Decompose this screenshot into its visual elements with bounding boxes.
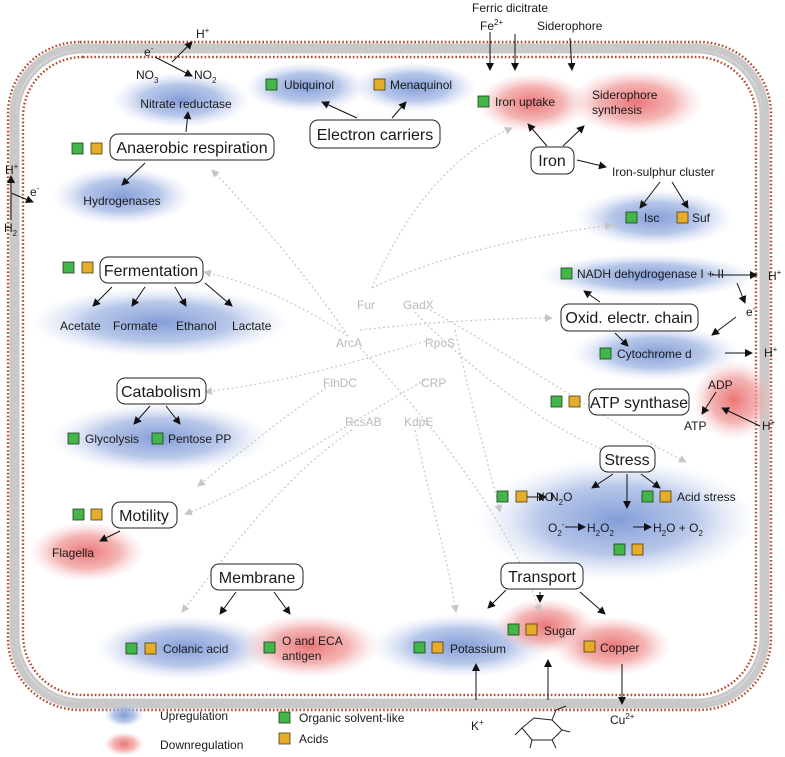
siderophore-synthesis-label-2: synthesis (592, 103, 642, 117)
membrane-box (210, 563, 304, 591)
no3-label: NO3 (136, 68, 159, 85)
iron-box (530, 146, 575, 175)
acetate-label: Acetate (60, 319, 101, 333)
water-oxygen-label: H2O + O2 (653, 521, 703, 538)
potassium-ion-label: K+ (471, 718, 484, 733)
legend-acids-swatch (278, 732, 291, 745)
stress-header: Stress (604, 452, 649, 469)
catabolism-header: Catabolism (121, 384, 201, 401)
e-left-label: e- (30, 184, 40, 199)
oxid-electr-chain-header: Oxid. electr. chain (565, 310, 692, 327)
lactate-label: Lactate (232, 319, 272, 333)
hydrogenases-label: Hydrogenases (83, 194, 160, 208)
h-nadh-label: H+ (768, 268, 782, 283)
h-cyto-label: H+ (764, 345, 778, 360)
membrane-header: Membrane (219, 570, 296, 587)
stress-box (599, 445, 656, 473)
nitrate-electron-label: e- (144, 44, 154, 59)
motility-box (111, 501, 178, 529)
legend-organic-solvent-label: Organic solvent-like (299, 711, 405, 725)
treatment-markers (62, 78, 689, 655)
category-headers: Anaerobic respiration Electron carriers … (99, 119, 699, 591)
fe-label: Fe2+ (480, 18, 503, 33)
h-atp-label: H+ (762, 418, 776, 433)
electron-carriers-header: Electron carriers (317, 127, 433, 144)
no2-label: NO2 (194, 68, 217, 85)
regulator-rcsab: RcsAB (345, 415, 382, 429)
o-eca-antigen-label-1: O and ECA (282, 634, 343, 648)
transport-header: Transport (508, 569, 576, 586)
h2-label: H2 (4, 221, 18, 238)
acid-stress-label: Acid stress (677, 490, 736, 504)
nadh-dehydrogenase-label: NADH dehydrogenase I + II (577, 267, 724, 281)
pentose-pp-label: Pentose PP (168, 432, 231, 446)
fermentation-header: Fermentation (104, 263, 198, 280)
iron-sulphur-cluster-label: Iron-sulphur cluster (612, 165, 715, 179)
isc-label: Isc (644, 211, 659, 225)
atp-synthase-box (588, 388, 690, 416)
legend: Upregulation Downregulation Organic solv… (104, 703, 405, 756)
h-left-label: H+ (5, 162, 19, 177)
oxid-electr-chain-box (560, 303, 699, 332)
h2o2-label: H2O2 (587, 521, 614, 538)
o-eca-antigen-label-2: antigen (282, 649, 321, 663)
pathway-arrows (7, 32, 761, 705)
h-top-label: H+ (196, 26, 210, 41)
catabolism-box (116, 377, 207, 405)
electron-carriers-box (309, 119, 441, 149)
pathway-labels: Nitrate reductase e- NO3 NO2 H+ Hydrogen… (4, 1, 782, 733)
copper-label: Copper (600, 641, 639, 655)
legend-downregulation-label: Downregulation (160, 738, 243, 752)
regulator-flhdc: FlhDC (323, 376, 357, 390)
potassium-label: Potassium (450, 642, 506, 656)
legend-acids-label: Acids (299, 732, 328, 746)
formate-label: Formate (113, 319, 158, 333)
copper-ion-label: Cu2+ (610, 712, 635, 727)
ferric-dicitrate-label: Ferric dicitrate (472, 1, 548, 15)
iron-uptake-label: Iron uptake (495, 95, 555, 109)
fermentation-box (99, 256, 204, 284)
regulator-rpos: RpoS (425, 336, 455, 350)
suf-label: Suf (692, 211, 711, 225)
anaerobic-respiration-header: Anaerobic respiration (116, 140, 267, 157)
cytochrome-d-label: Cytochrome d (617, 347, 692, 361)
legend-upregulation-label: Upregulation (160, 709, 228, 723)
ubiquinol-label: Ubiquinol (284, 78, 334, 92)
motility-header: Motility (119, 508, 169, 525)
adp-label: ADP (708, 378, 733, 392)
regulator-fur: Fur (357, 298, 375, 312)
ethanol-label: Ethanol (176, 319, 217, 333)
no-label: NO (536, 490, 554, 504)
glycolysis-label: Glycolysis (85, 432, 139, 446)
glucose-structure-icon (514, 705, 571, 749)
atp-synthase-header: ATP synthase (590, 395, 688, 412)
legend-organic-solvent-swatch (278, 711, 291, 724)
regulator-arca: ArcA (336, 336, 362, 350)
transport-box (500, 562, 584, 590)
regulators: Fur GadX ArcA RpoS FlhDC CRP RcsAB KdpE (323, 298, 455, 429)
iron-header: Iron (538, 153, 566, 170)
legend-upregulation-swatch (104, 703, 144, 727)
superoxide-label: O2- (548, 520, 565, 538)
nitrate-reductase-label: Nitrate reductase (140, 97, 232, 111)
regulator-kdpe: KdpE (404, 415, 433, 429)
electron-chain-label: e- (746, 304, 756, 319)
legend-downregulation-swatch (104, 732, 144, 756)
menaquinol-label: Menaquinol (390, 78, 452, 92)
atp-label: ATP (684, 419, 706, 433)
flagella-label: Flagella (52, 546, 94, 560)
siderophore-external-label: Siderophore (537, 19, 603, 33)
siderophore-synthesis-label-1: Siderophore (592, 88, 658, 102)
colanic-acid-label: Colanic acid (163, 642, 228, 656)
regulator-crp: CRP (421, 376, 446, 390)
sugar-label: Sugar (544, 624, 576, 638)
anaerobic-respiration-box (109, 133, 275, 161)
n2o-label: N2O (550, 490, 572, 507)
regulator-gadx: GadX (403, 298, 434, 312)
